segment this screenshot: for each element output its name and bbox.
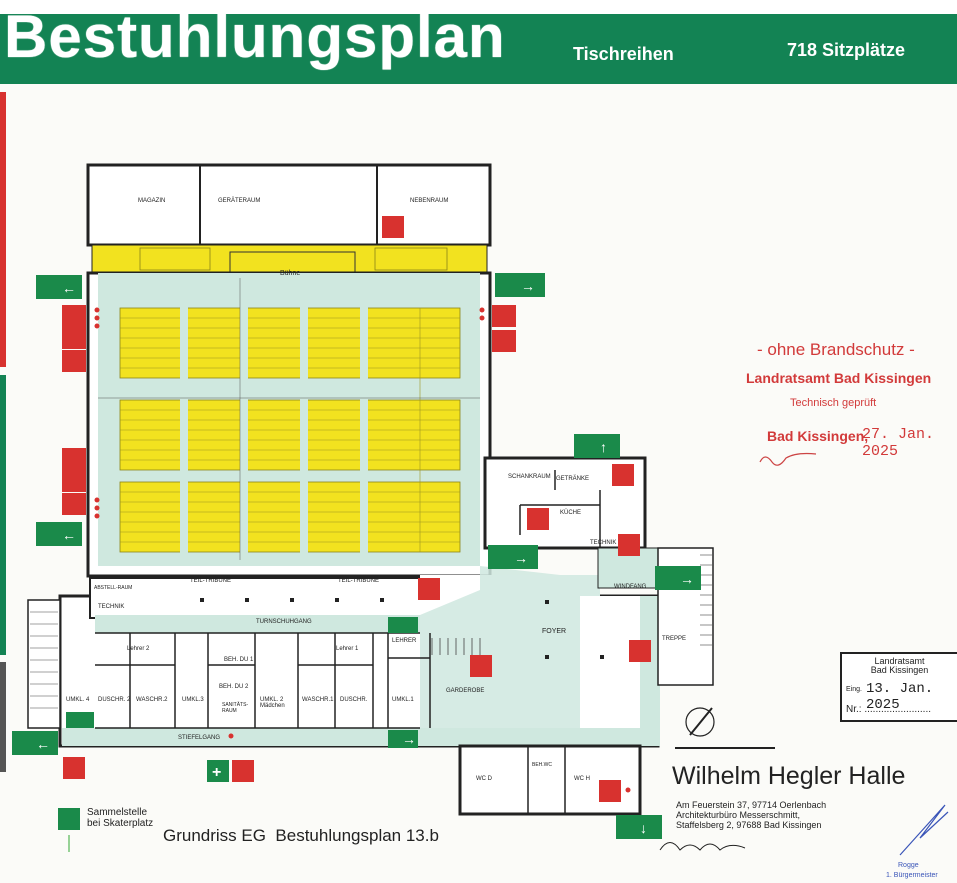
signature-role: 1. Bürgermeister	[886, 872, 938, 879]
room-nebenraum: NEBENRAUM	[410, 198, 449, 204]
stamp-eingang: Landratsamt Bad Kissingen Eing. 13. Jan.…	[840, 652, 957, 722]
stamp-brandschutz-place: Bad Kissingen,	[767, 428, 869, 444]
fire-signs	[62, 216, 651, 802]
foyer-floor	[420, 566, 600, 735]
subtitle-sitzplaetze: 718 Sitzplätze	[787, 40, 906, 60]
room-windfang: WINDFANG	[614, 584, 647, 590]
stamp-eingang-nr: Nr.: ........................	[846, 704, 932, 715]
legend-assembly-line2: bei Skaterplatz	[87, 818, 154, 829]
room-umkl2: UMKL. 2 Mädchen	[260, 697, 285, 709]
hall-address1: Am Feuerstein 37, 97714 Oerlenbach	[676, 800, 827, 810]
signature-stamp	[759, 452, 817, 466]
signature-architect	[659, 842, 746, 851]
room-lehrer2: Lehrer 2	[127, 646, 150, 652]
stamp-brandschutz-line1: - ohne Brandschutz -	[757, 340, 915, 359]
room-umkl1: UMKL.1	[392, 697, 414, 703]
seat-blocks	[119, 247, 461, 553]
room-beh-du2: BEH. DU 2	[219, 684, 249, 690]
room-lehrer: LEHRER	[392, 638, 417, 644]
room-kueche: KÜCHE	[560, 510, 582, 516]
page-title: Bestuhlungsplan	[4, 3, 506, 70]
room-wch: WC H	[574, 776, 590, 782]
hall-address3: Staffelsberg 2, 97688 Bad Kissingen	[676, 820, 822, 830]
stamp-eingang-line1: Landratsamt	[874, 656, 925, 666]
left-strip-red	[0, 92, 6, 367]
room-garderobe: GARDEROBE	[446, 688, 485, 694]
stiefelgang-floor	[62, 728, 658, 746]
room-getraenke: GETRÄNKE	[556, 476, 590, 482]
stamp-brandschutz-date: 27. Jan. 2025	[862, 426, 935, 460]
room-waschr2: WASCHR.2	[136, 697, 168, 703]
svg-text:→: →	[514, 550, 528, 566]
svg-text:+: +	[212, 764, 221, 781]
room-schankraum: SCHANKRAUM	[508, 474, 551, 480]
room-behwc: BEH.WC	[532, 762, 552, 768]
back-rooms	[86, 163, 492, 247]
subtitle-tischreihen: Tischreihen	[573, 44, 674, 64]
svg-text:→: →	[521, 278, 535, 294]
room-wcd: WC D	[476, 776, 492, 782]
room-technik-left: TECHNIK	[98, 604, 125, 610]
plan-caption: Grundriss EG Bestuhlungsplan 13.b	[163, 826, 439, 845]
wc-block	[458, 744, 642, 816]
left-strip-green	[0, 375, 6, 655]
stamp-brandschutz-line3: Technisch geprüft	[790, 397, 877, 409]
room-teiltribuene-left: TEIL-TRIBÜNE	[190, 578, 232, 584]
room-lehrer1: Lehrer 1	[336, 646, 359, 652]
room-duschr2: DUSCHR. 2	[98, 697, 131, 703]
room-umkl3: UMKL.3	[182, 697, 204, 703]
room-turnschuhgang: TURNSCHUHGANG	[256, 619, 312, 625]
room-technik-right: TECHNIK	[590, 540, 617, 546]
room-magazin: MAGAZIN	[138, 198, 166, 204]
stairs-left	[27, 599, 61, 729]
room-duschr1: DUSCHR.	[340, 697, 368, 703]
svg-text:←: ←	[62, 280, 76, 296]
room-buehne: Bühne	[280, 270, 301, 277]
svg-text:↓: ↓	[640, 820, 647, 836]
exit-signs	[12, 273, 701, 839]
legend-assembly-line1: Sammelstelle	[87, 807, 148, 818]
room-sanitaetsraum: SANITÄTS-RAUM	[222, 702, 249, 714]
room-beh-du1: BEH. DU 1	[224, 657, 254, 663]
room-stiefelgang: STIEFELGANG	[178, 735, 221, 741]
left-strip-gray	[0, 662, 6, 772]
room-umkl4: UMKL. 4	[66, 697, 90, 703]
signature-right-mark	[899, 804, 949, 856]
svg-text:↑: ↑	[600, 439, 607, 455]
stamp-eingang-date: 13. Jan. 2025	[866, 681, 934, 713]
header-bar	[0, 14, 957, 84]
room-waschr1: WASCHR.1	[302, 697, 334, 703]
svg-text:→: →	[402, 731, 416, 747]
room-foyer: FOYER	[542, 628, 567, 635]
signature-name: Rogge	[898, 862, 919, 869]
turnschuhgang-floor	[95, 615, 420, 633]
assembly-point-icon	[58, 808, 80, 830]
svg-text:→: →	[680, 571, 694, 587]
svg-text:←: ←	[36, 736, 50, 752]
first-aid-sign	[207, 760, 229, 782]
room-treppe: TREPPE	[662, 636, 687, 642]
room-geraeteraum: GERÄTERAUM	[218, 198, 261, 204]
room-teiltribuene-right: TEIL-TRIBÜNE	[338, 578, 380, 584]
stamp-eingang-line2: Bad Kissingen	[870, 665, 929, 675]
stamp-eingang-label: Eing.	[846, 686, 862, 693]
svg-text:←: ←	[62, 527, 76, 543]
room-abstellraum: ABSTELL-RAUM	[94, 585, 133, 591]
hall-name: Wilhelm Hegler Halle	[672, 762, 906, 790]
hall-address2: Architekturbüro Messerschmitt,	[676, 810, 801, 820]
stamp-brandschutz-line2: Landratsamt Bad Kissingen	[746, 370, 932, 386]
